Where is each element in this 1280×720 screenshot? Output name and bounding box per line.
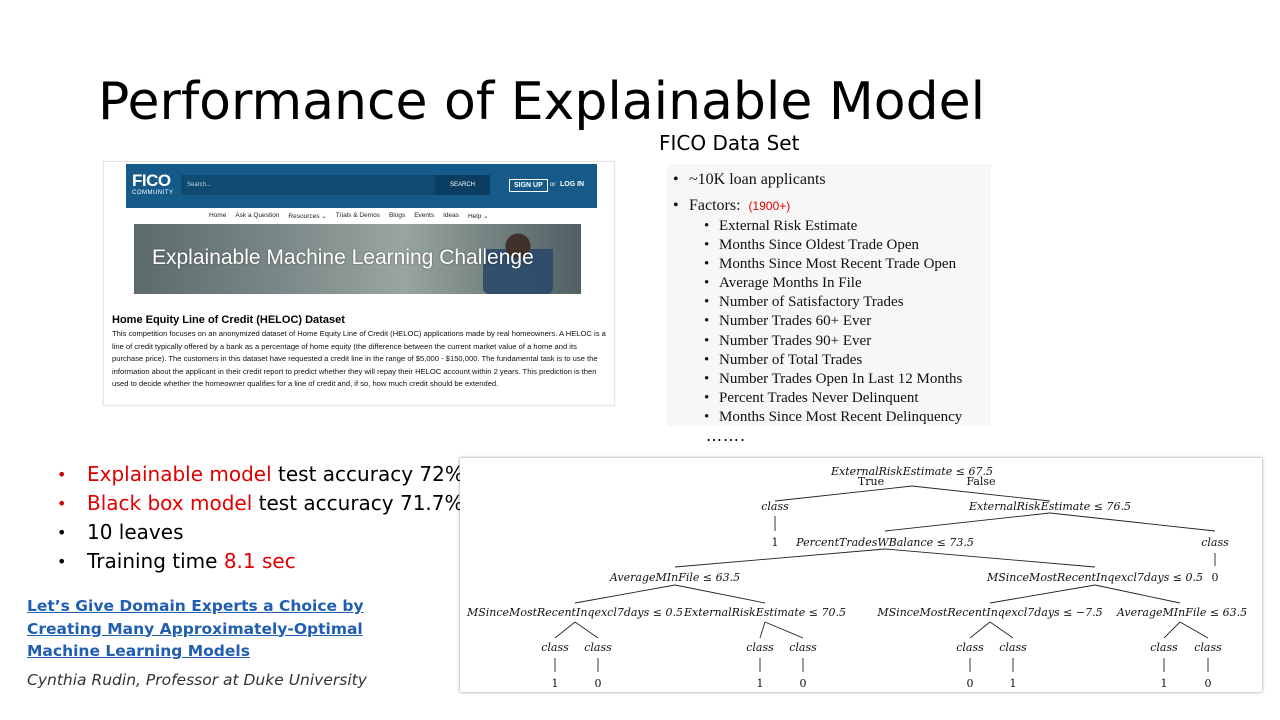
result-explainable: • Explainable model test accuracy 72%, [57, 460, 470, 489]
nav-item-home: Home [209, 212, 227, 219]
search-button: SEARCH [435, 175, 490, 195]
training-time-label: Training time [87, 549, 224, 573]
blackbox-label: Black box model [87, 491, 253, 515]
fico-header-bar: FICO COMMUNITY Search... SEARCH SIGN UP … [126, 164, 597, 208]
tree-leaf-label: class [1150, 641, 1178, 654]
tree-node-rr: class [1201, 536, 1229, 549]
explainable-accuracy: test accuracy 72%, [271, 462, 471, 486]
tree-leaf-value: 1 [1010, 677, 1017, 690]
nav-item-blogs: Blogs [388, 212, 406, 219]
result-training-time: • Training time 8.1 sec [57, 547, 470, 576]
dataset-heading: Home Equity Line of Credit (HELOC) Datas… [112, 314, 345, 326]
tree-leaf-label: class [999, 641, 1027, 654]
list-item: Number Trades Open In Last 12 Months [704, 370, 962, 389]
tree-leaf-label: class [789, 641, 817, 654]
tree-leaf-label: class [584, 641, 612, 654]
list-item: Number of Satisfactory Trades [704, 293, 962, 312]
fico-logo-sub: COMMUNITY [132, 190, 174, 196]
list-item: Percent Trades Never Delinquent [704, 389, 962, 408]
bullet-dot: • [57, 552, 67, 571]
factors-ellipsis: ……. [706, 426, 747, 445]
tree-node-a2: ExternalRiskEstimate ≤ 70.5 [683, 606, 846, 619]
tree-leaf-value: 0 [595, 677, 602, 690]
challenge-banner: Explainable Machine Learning Challenge [134, 224, 581, 294]
article-link[interactable]: Let’s Give Domain Experts a Choice by Cr… [27, 597, 364, 660]
leaves-count: 10 leaves [87, 520, 184, 544]
fico-logo: FICO COMMUNITY [132, 172, 174, 197]
list-item: Months Since Most Recent Trade Open [704, 255, 962, 274]
tree-leaf-value: 0 [967, 677, 974, 690]
tree-node-left: class [761, 500, 789, 513]
factors-list: External Risk Estimate Months Since Olde… [704, 217, 962, 427]
applicants-line: •~10K loan applicants [673, 171, 826, 188]
result-blackbox: • Black box model test accuracy 71.7% [57, 489, 470, 518]
tree-node-right: ExternalRiskEstimate ≤ 76.5 [968, 500, 1131, 513]
search-input: Search... [181, 175, 435, 195]
tree-node-b2: AverageMInFile ≤ 63.5 [1116, 606, 1247, 619]
tree-node-left-value: 1 [772, 536, 779, 549]
tree-leaf-value: 0 [800, 677, 807, 690]
tree-node-a1: MSinceMostRecentInqexcl7days ≤ 0.5 [466, 606, 683, 619]
list-item: Number Trades 90+ Ever [704, 332, 962, 351]
results-list: • Explainable model test accuracy 72%, • B… [57, 460, 470, 576]
nav-item-ideas: Ideas [443, 212, 459, 219]
fico-logo-text: FICO [132, 171, 171, 190]
tree-leaf-label: class [746, 641, 774, 654]
blackbox-accuracy: test accuracy 71.7% [252, 491, 464, 515]
factors-line: •Factors:(1900+) [673, 197, 791, 214]
list-item: Number of Total Trades [704, 351, 962, 370]
tree-leaf-value: 1 [552, 677, 559, 690]
tree-node-b1: MSinceMostRecentInqexcl7days ≤ −7.5 [876, 606, 1102, 619]
tree-leaf-label: class [1194, 641, 1222, 654]
bullet-dot: • [57, 523, 67, 542]
factors-count: (1900+) [748, 199, 791, 213]
slide-title: Performance of Explainable Model [98, 72, 986, 132]
dataset-label: FICO Data Set [659, 131, 800, 155]
tree-leaf-value: 1 [757, 677, 764, 690]
fico-nav: Home Ask a Question Resources ⌄ Trials &… [209, 212, 489, 220]
tree-node-rr-value: 0 [1212, 571, 1219, 584]
nav-item-events: Events [414, 212, 435, 219]
decision-tree-svg: ExternalRiskEstimate ≤ 67.5 True False c… [466, 465, 1247, 690]
tree-leaf-label: class [541, 641, 569, 654]
applicants-text: ~10K loan applicants [689, 171, 826, 188]
dataset-description: This competition focuses on an anonymize… [112, 329, 606, 389]
tree-root-node: ExternalRiskEstimate ≤ 67.5 [830, 465, 993, 478]
banner-title: Explainable Machine Learning Challenge [152, 246, 534, 269]
result-leaves: • 10 leaves [57, 518, 470, 547]
list-item: External Risk Estimate [704, 217, 962, 236]
or-text: or [550, 182, 556, 188]
tree-true-label: True [858, 475, 884, 488]
bullet-dot: • [57, 465, 67, 484]
training-time-value: 8.1 sec [223, 549, 296, 573]
bullet-dot: • [57, 494, 67, 513]
tree-false-label: False [966, 475, 995, 488]
list-item: Average Months In File [704, 274, 962, 293]
list-item: Number Trades 60+ Ever [704, 312, 962, 331]
tree-node-a: AverageMInFile ≤ 63.5 [609, 571, 740, 584]
tree-leaf-value: 1 [1161, 677, 1168, 690]
tree-leaf-value: 0 [1205, 677, 1212, 690]
explainable-label: Explainable model [87, 462, 272, 486]
nav-item-trials: Trials & Demos [335, 212, 380, 219]
tree-node-b: MSinceMostRecentInqexcl7days ≤ 0.5 [986, 571, 1203, 584]
citation: Cynthia Rudin, Professor at Duke Univers… [27, 671, 367, 689]
tree-leaf-label: class [956, 641, 984, 654]
factors-label: Factors: [689, 197, 741, 214]
nav-item-resources: Resources ⌄ [288, 213, 327, 220]
fico-community-screenshot: FICO COMMUNITY Search... SEARCH SIGN UP … [103, 161, 615, 406]
banner-photo [483, 230, 553, 294]
nav-item-ask: Ask a Question [235, 212, 280, 219]
signup-button: SIGN UP [509, 179, 548, 192]
tree-node-rl: PercentTradesWBalance ≤ 73.5 [795, 536, 974, 549]
login-link: LOG IN [560, 181, 585, 188]
list-item: Months Since Most Recent Delinquency [704, 408, 962, 427]
decision-tree: ExternalRiskEstimate ≤ 67.5 True False c… [460, 458, 1262, 692]
list-item: Months Since Oldest Trade Open [704, 236, 962, 255]
factors-panel: •~10K loan applicants •Factors:(1900+) E… [667, 164, 991, 426]
nav-item-help: Help ⌄ [467, 213, 489, 220]
